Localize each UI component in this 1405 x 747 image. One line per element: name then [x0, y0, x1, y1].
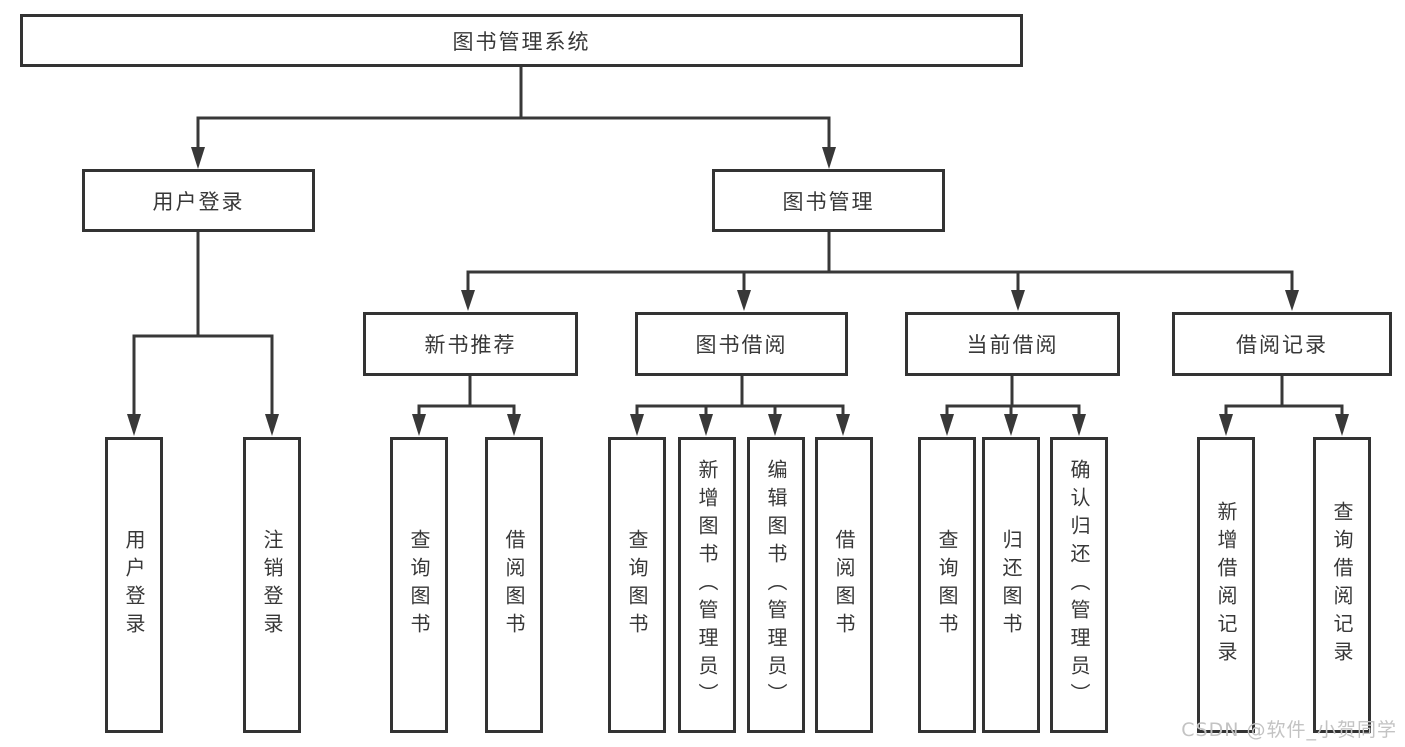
node-book-borrow-label: 图书借阅 [695, 333, 788, 357]
leaf-cb-confirm-return-label: 确认归还（管理员） [1067, 459, 1091, 711]
leaf-user-login: 用户登录 [105, 437, 163, 733]
node-book-mgmt: 图书管理 [712, 169, 945, 232]
node-user-login-label: 用户登录 [152, 189, 245, 214]
node-new-books: 新书推荐 [363, 312, 578, 376]
leaf-logout-label: 注销登录 [260, 529, 284, 641]
leaf-bb-add-books: 新增图书（管理员） [678, 437, 736, 733]
leaf-cb-return-books: 归还图书 [982, 437, 1040, 733]
leaf-nb-borrow-books: 借阅图书 [485, 437, 543, 733]
leaf-bb-query-books-label: 查询图书 [625, 529, 649, 641]
leaf-cb-query-books: 查询图书 [918, 437, 976, 733]
leaf-user-login-label: 用户登录 [122, 529, 146, 641]
node-root-label: 图书管理系统 [452, 29, 591, 54]
node-book-mgmt-label: 图书管理 [782, 189, 875, 214]
node-book-borrow: 图书借阅 [635, 312, 848, 376]
node-current-borrow-label: 当前借阅 [966, 333, 1059, 357]
leaf-bb-add-books-label: 新增图书（管理员） [695, 459, 719, 711]
leaf-br-add-record: 新增借阅记录 [1197, 437, 1255, 733]
node-new-books-label: 新书推荐 [424, 333, 517, 357]
leaf-bb-edit-books-label: 编辑图书（管理员） [764, 459, 788, 711]
leaf-nb-query-books: 查询图书 [390, 437, 448, 733]
leaf-bb-query-books: 查询图书 [608, 437, 666, 733]
node-current-borrow: 当前借阅 [905, 312, 1120, 376]
leaf-logout: 注销登录 [243, 437, 301, 733]
leaf-cb-return-books-label: 归还图书 [999, 529, 1023, 641]
leaf-bb-edit-books: 编辑图书（管理员） [747, 437, 805, 733]
leaf-nb-query-books-label: 查询图书 [407, 529, 431, 641]
leaf-br-query-record-label: 查询借阅记录 [1330, 501, 1354, 669]
node-borrow-records-label: 借阅记录 [1236, 333, 1328, 357]
node-user-login: 用户登录 [82, 169, 315, 232]
watermark: CSDN @软件_小贺同学 [1181, 719, 1397, 741]
leaf-br-query-record: 查询借阅记录 [1313, 437, 1371, 733]
node-borrow-records: 借阅记录 [1172, 312, 1392, 376]
leaf-cb-query-books-label: 查询图书 [935, 529, 959, 641]
leaf-cb-confirm-return: 确认归还（管理员） [1050, 437, 1108, 733]
leaf-br-add-record-label: 新增借阅记录 [1214, 501, 1238, 669]
leaf-bb-borrow-books-label: 借阅图书 [832, 529, 856, 641]
leaf-nb-borrow-books-label: 借阅图书 [502, 529, 526, 641]
leaf-bb-borrow-books: 借阅图书 [815, 437, 873, 733]
node-root: 图书管理系统 [20, 14, 1023, 67]
